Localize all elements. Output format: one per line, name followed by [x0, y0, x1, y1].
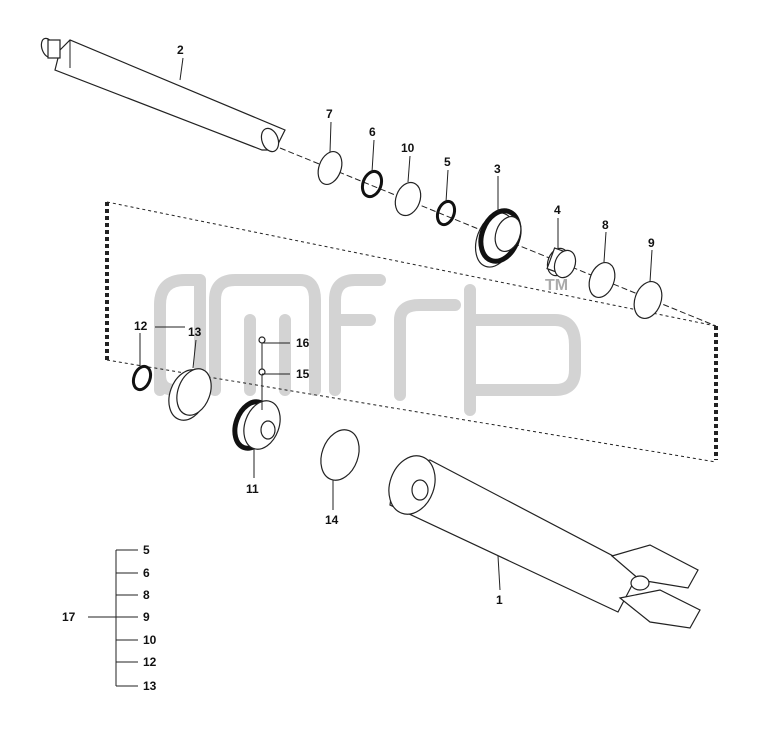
- watermark-tm: TM: [545, 277, 568, 294]
- part-4-bushing: [546, 247, 577, 279]
- callout-6: 6: [369, 125, 376, 139]
- callout-12: 12: [134, 319, 148, 333]
- part-7-ring: [317, 150, 343, 186]
- callout-15: 15: [296, 367, 310, 381]
- part-9-ring: [633, 281, 663, 319]
- callout-7: 7: [326, 107, 333, 121]
- callout-5: 5: [444, 155, 451, 169]
- part-2-piston-rod: [40, 37, 286, 153]
- part-6-ring: [360, 169, 384, 199]
- kit-item: 9: [143, 610, 150, 624]
- callout-13: 13: [188, 325, 202, 339]
- callout-14: 14: [325, 513, 339, 527]
- part-1-cylinder: [388, 455, 701, 629]
- kit-label-17: 17: [62, 610, 76, 624]
- part-8-ring: [588, 261, 616, 299]
- leader-lines: [139, 57, 653, 591]
- callout-10: 10: [401, 141, 415, 155]
- part-14-ring: [320, 429, 360, 481]
- part-12-ring: [131, 364, 153, 392]
- part-10-ring: [394, 181, 422, 217]
- part-13-ring: [168, 368, 212, 421]
- callout-3: 3: [494, 162, 501, 176]
- callout-11: 11: [246, 482, 259, 496]
- callout-labels: 2 7 6 10 5 3 4 8 9 12 13 16 15 11 14 1: [134, 43, 655, 607]
- callout-1: 1: [496, 593, 503, 607]
- kit-17-bracket: 17 5 6 8 9 10 12 13: [62, 543, 157, 693]
- watermark-logo: TM: [154, 274, 581, 416]
- kit-item: 13: [143, 679, 157, 693]
- callout-2: 2: [177, 43, 184, 57]
- callout-9: 9: [648, 236, 655, 250]
- fittings-15-16: [258, 336, 266, 410]
- kit-item: 10: [143, 633, 157, 647]
- part-11-piston: [232, 399, 281, 451]
- part-3-gland: [474, 208, 522, 268]
- kit-item: 5: [143, 543, 150, 557]
- callout-8: 8: [602, 218, 609, 232]
- callout-16: 16: [296, 336, 310, 350]
- callout-4: 4: [554, 203, 561, 217]
- kit-item: 12: [143, 655, 157, 669]
- part-5-ring: [435, 199, 457, 227]
- kit-item: 6: [143, 566, 150, 580]
- kit-item: 8: [143, 588, 150, 602]
